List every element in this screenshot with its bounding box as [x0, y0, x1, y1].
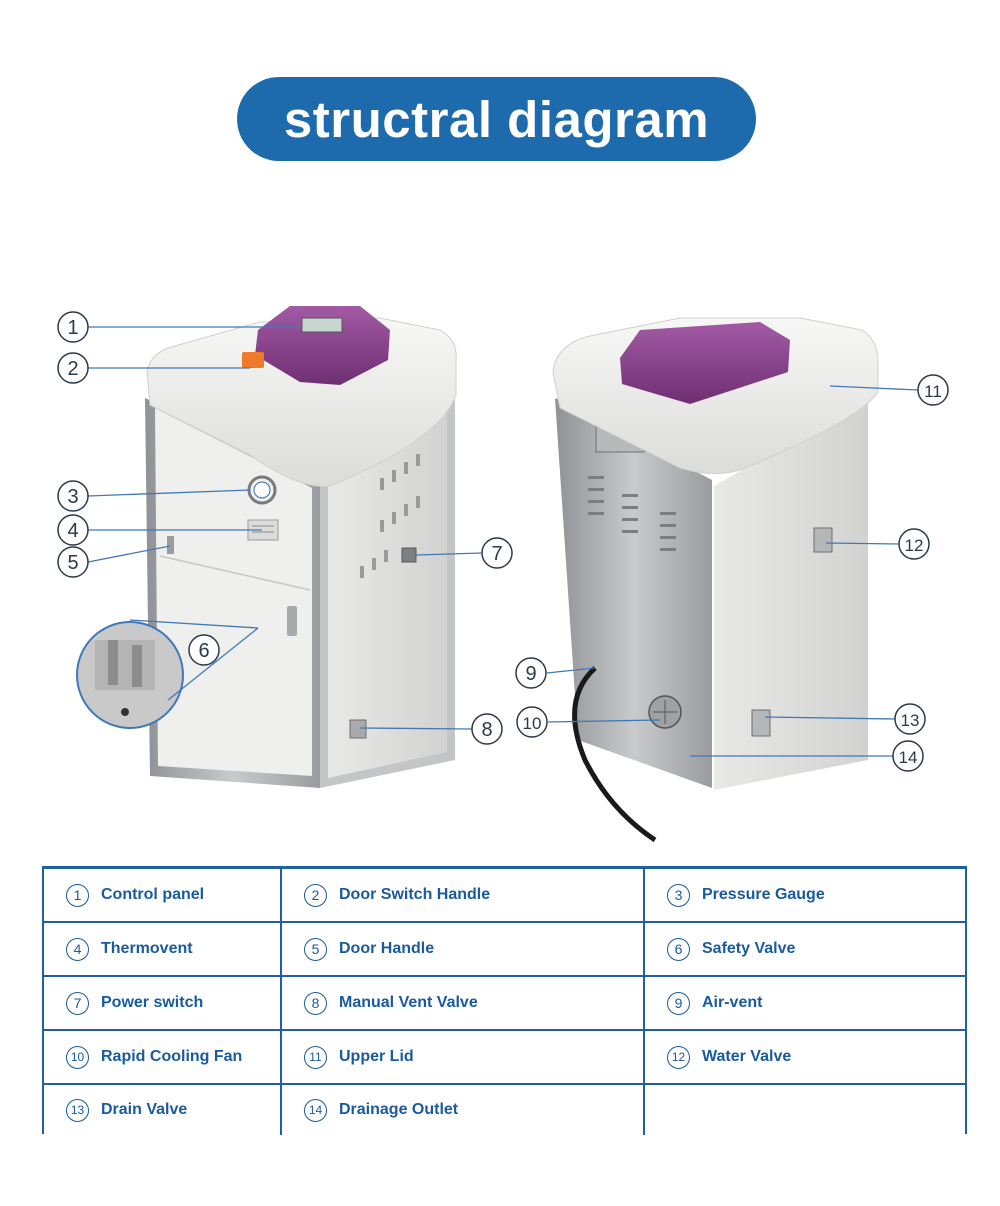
- callout-13: 13: [894, 703, 926, 735]
- legend-label: Pressure Gauge: [702, 886, 825, 903]
- legend-table: 1 Control panel 2 Door Switch Handle 3 Pres…: [42, 866, 967, 1135]
- front-unit: [76, 306, 483, 788]
- legend-item-door-handle: 5 Door Handle: [282, 923, 645, 975]
- legend-item-safety-valve: 6 Safety Valve: [645, 923, 965, 975]
- svg-text:1: 1: [67, 317, 78, 339]
- legend-item-power-switch: 7 Power switch: [44, 977, 282, 1029]
- svg-text:3: 3: [67, 486, 78, 508]
- legend-label: Rapid Cooling Fan: [101, 1048, 243, 1065]
- svg-text:2: 2: [67, 358, 78, 380]
- autoclave-illustration: 1 2 3 4 5 6 7 8 9 10 11 12 13 14: [57, 306, 949, 843]
- number-badge: 2: [304, 883, 327, 907]
- legend-item-rapid-cooling-fan: 10 Rapid Cooling Fan: [44, 1031, 282, 1083]
- legend-label: Safety Valve: [702, 940, 796, 957]
- legend-row: 4 Thermovent 5 Door Handle 6 Safety Valve: [44, 923, 965, 977]
- number-badge: 5: [304, 937, 327, 961]
- number-badge: 4: [66, 937, 89, 961]
- svg-text:11: 11: [924, 382, 942, 401]
- legend-label: Thermovent: [101, 940, 193, 957]
- legend-row: 13 Drain Valve 14 Drainage Outlet: [44, 1085, 965, 1135]
- svg-text:7: 7: [491, 543, 502, 565]
- callout-3: 3: [57, 480, 89, 512]
- legend-label: Door Switch Handle: [339, 886, 491, 903]
- legend-row: 7 Power switch 8 Manual Vent Valve 9 Air-ve…: [44, 977, 965, 1031]
- callout-12: 12: [898, 528, 930, 560]
- svg-text:10: 10: [523, 714, 542, 733]
- legend-label: Drain Valve: [101, 1101, 188, 1118]
- callout-4: 4: [57, 514, 89, 546]
- number-badge: 3: [667, 883, 690, 907]
- legend-item-water-valve: 12 Water Valve: [645, 1031, 965, 1083]
- legend-item-door-switch-handle: 2 Door Switch Handle: [282, 869, 645, 921]
- number-badge: 8: [304, 991, 327, 1015]
- legend-row: 1 Control panel 2 Door Switch Handle 3 Pres…: [44, 869, 965, 923]
- callout-5: 5: [57, 546, 89, 578]
- legend-label: Upper Lid: [339, 1048, 414, 1065]
- legend-item-manual-vent-valve: 8 Manual Vent Valve: [282, 977, 645, 1029]
- legend-label: Power switch: [101, 994, 204, 1011]
- number-badge: 9: [667, 991, 690, 1015]
- number-badge: 7: [66, 991, 89, 1015]
- title-banner: structral diagram: [237, 77, 756, 161]
- svg-text:8: 8: [481, 719, 492, 741]
- callout-markers: 1 2 3 4 5 6 7 8 9 10 11 12 13 14: [57, 311, 949, 772]
- callout-8: 8: [471, 713, 503, 745]
- legend-item-upper-lid: 11 Upper Lid: [282, 1031, 645, 1083]
- svg-text:4: 4: [67, 520, 78, 542]
- legend-item-thermovent: 4 Thermovent: [44, 923, 282, 975]
- callout-2: 2: [57, 352, 89, 384]
- legend-label: Air-vent: [702, 994, 763, 1011]
- legend-item-air-vent: 9 Air-vent: [645, 977, 965, 1029]
- number-badge: 12: [667, 1045, 690, 1069]
- legend-label: Drainage Outlet: [339, 1101, 459, 1118]
- legend-item-drain-valve: 13 Drain Valve: [44, 1085, 282, 1135]
- svg-text:12: 12: [905, 536, 924, 555]
- callout-10: 10: [516, 706, 548, 738]
- number-badge: 1: [66, 883, 89, 907]
- legend-label: Door Handle: [339, 940, 435, 957]
- number-badge: 6: [667, 937, 690, 961]
- legend-row: 10 Rapid Cooling Fan 11 Upper Lid 12 Water …: [44, 1031, 965, 1085]
- number-badge: 11: [304, 1045, 327, 1069]
- legend-item-empty: [645, 1085, 965, 1135]
- legend-label: Manual Vent Valve: [339, 994, 478, 1011]
- svg-text:9: 9: [525, 663, 536, 685]
- number-badge: 14: [304, 1098, 327, 1122]
- svg-text:6: 6: [198, 640, 209, 662]
- legend-label: Control panel: [101, 886, 205, 903]
- callout-1: 1: [57, 311, 89, 343]
- svg-text:14: 14: [899, 748, 918, 767]
- callout-7: 7: [481, 537, 513, 569]
- callout-9: 9: [515, 657, 547, 689]
- number-badge: 13: [66, 1098, 89, 1122]
- svg-text:13: 13: [901, 711, 920, 730]
- callout-6: 6: [188, 634, 220, 666]
- legend-item-pressure-gauge: 3 Pressure Gauge: [645, 869, 965, 921]
- legend-label: Water Valve: [702, 1048, 792, 1065]
- svg-text:5: 5: [67, 552, 78, 574]
- page-title: structral diagram: [283, 90, 710, 148]
- number-badge: 10: [66, 1045, 89, 1069]
- callout-11: 11: [917, 374, 949, 406]
- callout-14: 14: [892, 740, 924, 772]
- rear-unit: [546, 317, 919, 843]
- legend-item-drainage-outlet: 14 Drainage Outlet: [282, 1085, 645, 1135]
- legend-item-control-panel: 1 Control panel: [44, 869, 282, 921]
